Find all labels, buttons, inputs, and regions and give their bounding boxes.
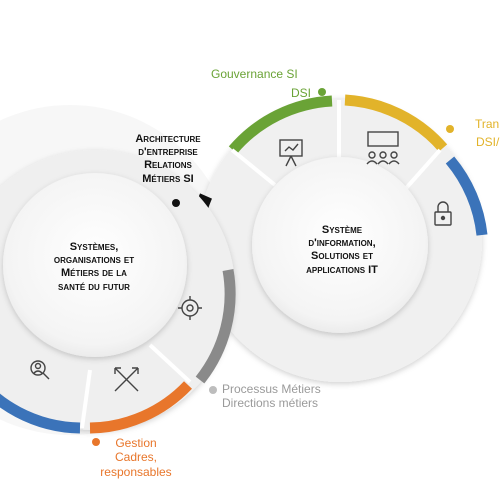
architecture-line-4: Métiers SI bbox=[142, 172, 194, 185]
meeting-icon bbox=[366, 131, 400, 165]
ring-arc-grey bbox=[195, 269, 236, 384]
si-line-3: Solutions et bbox=[311, 250, 373, 263]
si-label: Système d'information, Solutions et appl… bbox=[290, 224, 394, 277]
ring-arc-blue-left bbox=[0, 393, 81, 434]
gestion-label: Gestion Cadres, responsables bbox=[96, 436, 176, 479]
arrows-cross-icon bbox=[114, 367, 139, 392]
systemes-line-2: organisations et bbox=[53, 254, 135, 267]
dot-grey bbox=[209, 386, 217, 394]
architecture-label: Architecture d'entreprise Relations Méti… bbox=[112, 133, 224, 186]
gear-settings-icon bbox=[178, 296, 202, 320]
processus-line-1: Processus Métiers bbox=[222, 382, 321, 396]
processus-line-2: Directions métiers bbox=[222, 396, 319, 411]
trans-sub: DSI/ bbox=[476, 135, 500, 149]
gestion-line-2: Cadres, bbox=[114, 450, 158, 465]
ring-arc-orange bbox=[89, 381, 192, 434]
si-line-2: d'information, bbox=[308, 237, 376, 250]
ring-arc-blue bbox=[445, 156, 488, 236]
gestion-line-3: responsables bbox=[100, 464, 172, 479]
trans-title: Tran bbox=[475, 117, 500, 131]
dot-green bbox=[318, 88, 326, 96]
gouvernance-title: Gouvernance SI bbox=[211, 67, 298, 81]
architecture-line-3: Relations bbox=[144, 159, 192, 172]
systemes-line-3: Métiers de la bbox=[61, 267, 127, 280]
dot-yellow bbox=[446, 125, 454, 133]
right-ring bbox=[188, 94, 488, 382]
si-line-1: Système bbox=[321, 224, 363, 236]
systemes-line-1: Systèmes, bbox=[69, 241, 119, 253]
person-search-icon bbox=[30, 360, 50, 380]
processus-label: Processus Métiers Directions métiers bbox=[222, 382, 321, 411]
left-ring bbox=[0, 150, 236, 434]
gouvernance-sub: DSI bbox=[291, 86, 312, 100]
ring-arc-yellow bbox=[344, 94, 448, 152]
chart-board-icon bbox=[279, 139, 303, 167]
architecture-line-2: d'entreprise bbox=[138, 146, 198, 159]
architecture-line-1: Architecture bbox=[135, 133, 201, 145]
ring-arc-green bbox=[228, 95, 333, 154]
systemes-label: Systèmes, organisations et Métiers de la… bbox=[38, 241, 150, 294]
gestion-line-1: Gestion bbox=[115, 436, 157, 450]
systemes-line-4: santé du futur bbox=[58, 280, 130, 293]
security-lock-icon bbox=[434, 201, 452, 226]
dot-black bbox=[172, 199, 180, 207]
dot-orange bbox=[92, 438, 100, 446]
si-line-4: applications IT bbox=[306, 263, 378, 276]
